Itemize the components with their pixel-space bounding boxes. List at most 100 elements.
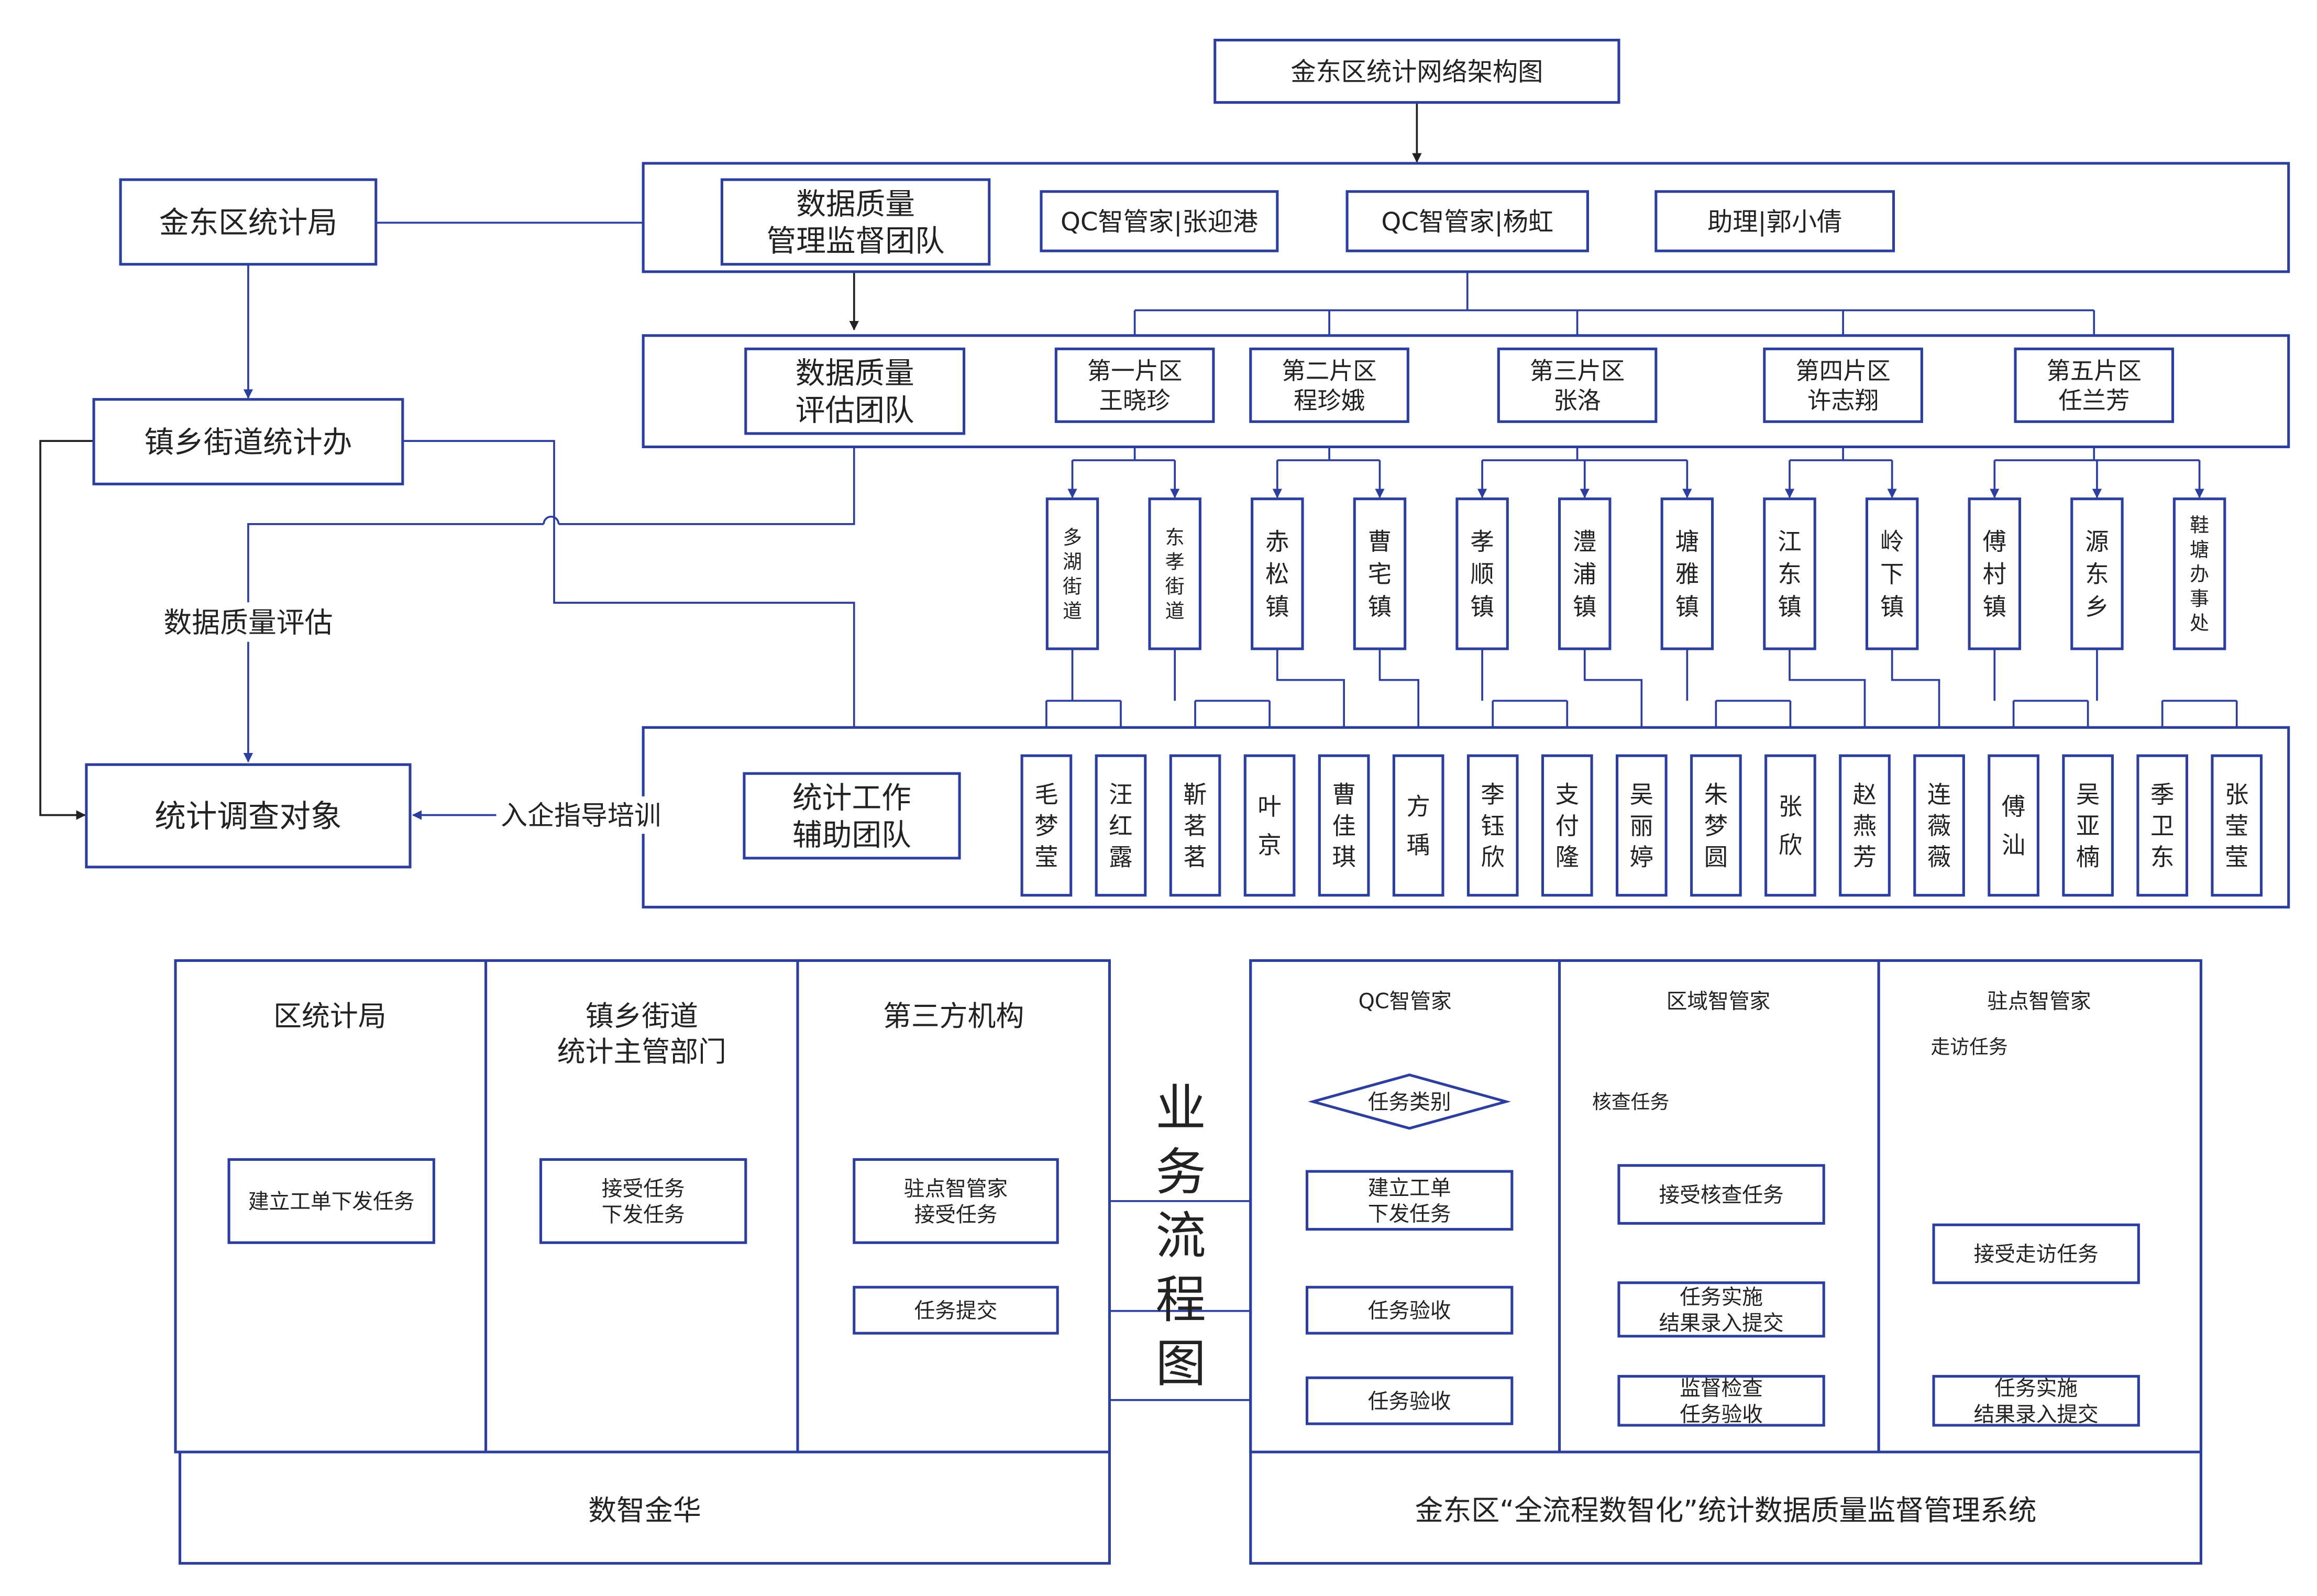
town-jiangdong [1763,497,1816,650]
district-5-box [2014,347,2175,423]
assistant-17 [2211,754,2263,897]
town-caozhai-label: 曹宅镇 [1368,528,1392,621]
assistant-1-label: 毛梦莹 [1034,781,1058,871]
assist-feed-9 [1583,649,1647,756]
assist-team-box [743,772,961,860]
task-accept-1-box [1305,1285,1514,1335]
task-accept-1-box-label: 任务验收 [1368,1299,1451,1323]
flow-title: 业务流程图 [1155,1079,1206,1393]
assessment-team-box [744,347,966,435]
visit-edge-label-bg [1926,1033,2013,1060]
assistant-10-label: 朱梦圆 [1704,781,1728,871]
town-fucun-label: 傅村镇 [1983,528,2006,621]
town-tangya-label: 塘雅镇 [1675,528,1699,621]
visit-impl-box [1932,1375,2140,1427]
assist-feed-5 [1276,649,1349,756]
check-impl-box-label: 任务实施结果录入提交 [1659,1285,1784,1335]
town-duohu-label: 多湖街道 [1063,526,1082,622]
lane-township-dept-title: 镇乡街道统计主管部门 [557,1000,726,1068]
assessment-team-box-label: 数据质量评估团队 [796,356,914,428]
assistant-14 [1988,754,2039,897]
left-system-name: 数智金华 [588,1494,701,1527]
training-label: 入企指导培训 [501,801,661,832]
accept-visit-box-label: 接受走访任务 [1974,1243,2099,1267]
supervision-team-box-label: 数据质量管理监督团队 [767,187,945,259]
assistant-10 [1690,754,1742,897]
assistant-12 [1839,754,1891,897]
accept-visit-box [1932,1223,2140,1284]
accept-check-box [1617,1164,1825,1225]
district-2-box [1249,347,1409,423]
assistant-7 [1466,754,1519,897]
create-order-box-label: 建立工单下发任务 [248,1190,414,1214]
district-bureau-box-label: 金东区统计局 [159,205,337,240]
assistant-15-label: 吴亚楠 [2076,781,2100,871]
township-to-target [39,440,94,820]
supervision-member-2-label: QC智管家|杨虹 [1381,207,1553,237]
resident-accept-box-label: 驻点智管家接受任务 [904,1177,1008,1227]
check-edge-label-bg [1587,1088,1674,1115]
township-office-box [92,398,404,485]
township-office-box-label: 镇乡街道统计办 [145,425,352,460]
create-order-box [227,1158,435,1244]
town-lingxia-label: 岭下镇 [1880,528,1904,621]
assistant-13 [1913,754,1965,897]
task-category-label: 任务类别 [1368,1090,1451,1114]
district-2-box-label: 第二片区程珍娥 [1282,357,1376,415]
assistant-16-label: 季卫东 [2150,781,2174,871]
assistant-2 [1095,754,1147,897]
eval-label-bg [159,602,338,642]
diagram-title-box-label: 金东区统计网络架构图 [1290,57,1543,86]
assistant-1 [1020,754,1073,897]
town-lipu-label: 澧浦镇 [1573,528,1596,621]
town-lingxia [1865,497,1919,650]
accept-issue-box [539,1158,747,1244]
task-category-decision [1308,1073,1511,1130]
assistant-4-label: 叶京 [1257,793,1281,859]
assistant-3-label: 靳茗茗 [1183,781,1207,871]
assist-feed-12 [1789,649,1870,756]
assistant-17-label: 张莹莹 [2225,781,2248,871]
district-1-box [1054,347,1215,423]
assistant-14-label: 傅汕 [2002,793,2025,859]
training-label-bg [496,796,666,834]
town-caozhai [1353,497,1407,650]
assistant-5-label: 曹佳琪 [1332,781,1355,871]
lane-district-bureau-title: 区统计局 [273,1000,386,1033]
assistant-13-label: 连薇薇 [1927,781,1951,871]
assist-team-box-label: 统计工作辅助团队 [792,781,911,852]
assistant-6-label: 方瑀 [1407,793,1430,859]
qc-create-order-box-label: 建立工单下发任务 [1368,1176,1451,1226]
supervise-box [1617,1375,1825,1427]
assistant-11 [1764,754,1816,897]
eval-to-target [243,523,544,763]
assistant-8-label: 支付隆 [1555,781,1579,871]
town-dongxiao [1148,497,1201,650]
town-xietang [2172,497,2226,650]
supervision-member-2 [1345,190,1589,252]
town-fucun [1968,497,2022,650]
district-3-box [1497,347,1658,423]
town-dongxiao-label: 东孝街道 [1165,526,1185,622]
town-xiaoshun-label: 孝顺镇 [1470,528,1494,621]
supervision-team-box [720,178,991,266]
town-jiangdong-label: 江东镇 [1778,528,1801,621]
district-3-box-label: 第三片区张洛 [1530,357,1625,415]
district-4-box-label: 第四片区许志翔 [1795,357,1890,415]
visit-impl-box-label: 任务实施结果录入提交 [1974,1377,2099,1427]
assistant-9 [1616,754,1668,897]
district-bureau-box [119,178,378,266]
assistant-12-label: 赵燕芳 [1853,781,1877,871]
lane-third-party-title: 第三方机构 [883,1000,1024,1033]
lane-qc-title: QC智管家 [1359,989,1452,1013]
supervision-member-3-label: 助理|郭小倩 [1707,207,1842,237]
assistant-9-label: 吴丽婷 [1630,781,1653,871]
assistant-2-label: 汪红露 [1109,781,1132,871]
district-4-box [1763,347,1923,423]
assistant-7-label: 李钰欣 [1481,781,1505,871]
assessment-eval-line [558,433,855,525]
lane-regional-title: 区域智管家 [1667,989,1770,1013]
assistant-3 [1169,754,1221,897]
town-xietang-label: 鞋塘办事处 [2190,514,2209,635]
